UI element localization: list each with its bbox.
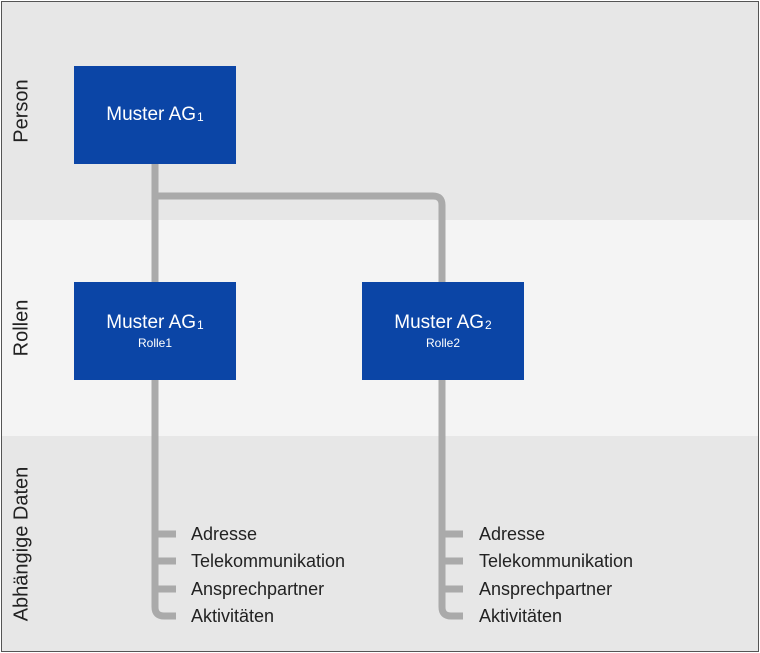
role2-adresse: Adresse [479, 524, 546, 544]
person-box: Muster AG1 [74, 66, 236, 164]
role1-telekommunikation: Telekommunikation [191, 551, 346, 571]
role-box-1-title: Muster AG1 [106, 311, 204, 333]
role1-adresse: Adresse [191, 524, 258, 544]
role-box-1: Muster AG1 Rolle1 [74, 282, 236, 380]
role1-ansprechpartner: Ansprechpartner [191, 579, 325, 599]
role2-telekommunikation: Telekommunikation [479, 551, 634, 571]
role-box-2-label: Rolle2 [425, 335, 461, 350]
role2-aktivitaeten: Aktivitäten [479, 606, 563, 626]
role2-ansprechpartner: Ansprechpartner [479, 579, 613, 599]
connector-person-to-role2 [155, 192, 446, 287]
role-box-1-label: Rolle1 [137, 335, 173, 350]
connector-role1-to-data [151, 377, 176, 620]
connector-role2-to-data [438, 377, 463, 620]
role-box-2-title: Muster AG2 [394, 311, 492, 333]
role1-aktivitaeten: Aktivitäten [191, 606, 275, 626]
band-abhaengige-daten: Abhängige Daten [2, 436, 758, 651]
person-box-title: Muster AG1 [106, 103, 204, 125]
role-box-2: Muster AG2 Rolle2 [362, 282, 524, 380]
